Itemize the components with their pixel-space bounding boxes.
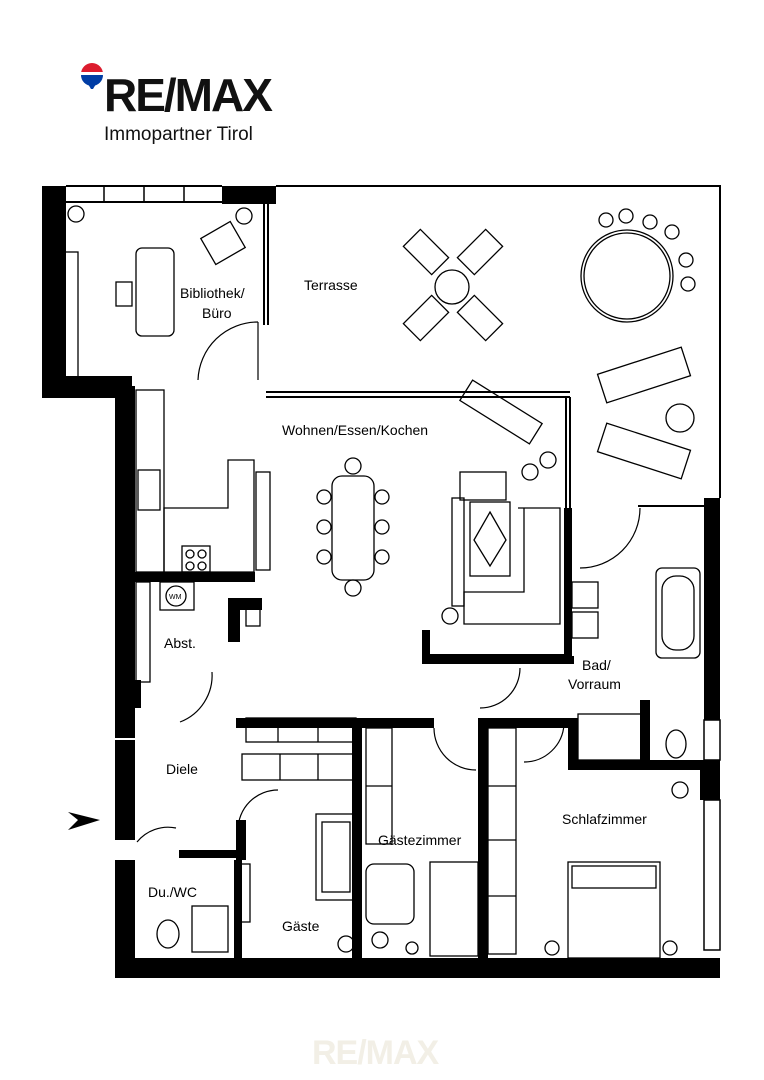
room-label-gaestezimmer: Gästezimmer [378,832,462,848]
washing-machine-label: WM [169,594,182,601]
room-label-terrasse: Terrasse [304,277,358,293]
plant-icon [67,205,85,223]
furniture [63,205,701,959]
thin-walls [66,185,721,508]
room-label-bad: Bad/ [582,657,611,673]
room-label-wohnen: Wohnen/Essen/Kochen [282,422,428,438]
room-label-gaeste: Gäste [282,918,320,934]
room-label-schlafzimmer: Schlafzimmer [562,811,647,827]
plant-icon [371,931,389,949]
watermark: RE/MAX [312,1034,439,1072]
plant-icon [539,451,557,469]
brand-subtitle: Immopartner Tirol [104,124,253,145]
room-label-du-wc: Du./WC [148,884,197,900]
entrance-arrow-icon [68,812,100,830]
room-label-bibliothek: Bibliothek/ [180,285,245,301]
room-label-diele: Diele [166,761,198,777]
room-label-abst: Abst. [164,635,196,651]
plant-icon [671,781,689,799]
walls [42,186,720,978]
windows [103,186,721,977]
plant-icon [441,607,459,625]
balloon-icon [81,63,103,89]
remax-logo [80,62,300,152]
plant-icon [235,207,253,225]
doors [136,321,641,843]
room-label-vorraum: Vorraum [568,676,621,692]
plant-icon [337,935,355,953]
plant-icon [521,463,539,481]
credit-label: McGrundriss [660,965,700,972]
brand-name: RE/MAX [104,69,273,121]
room-label-buero: Büro [202,305,232,321]
